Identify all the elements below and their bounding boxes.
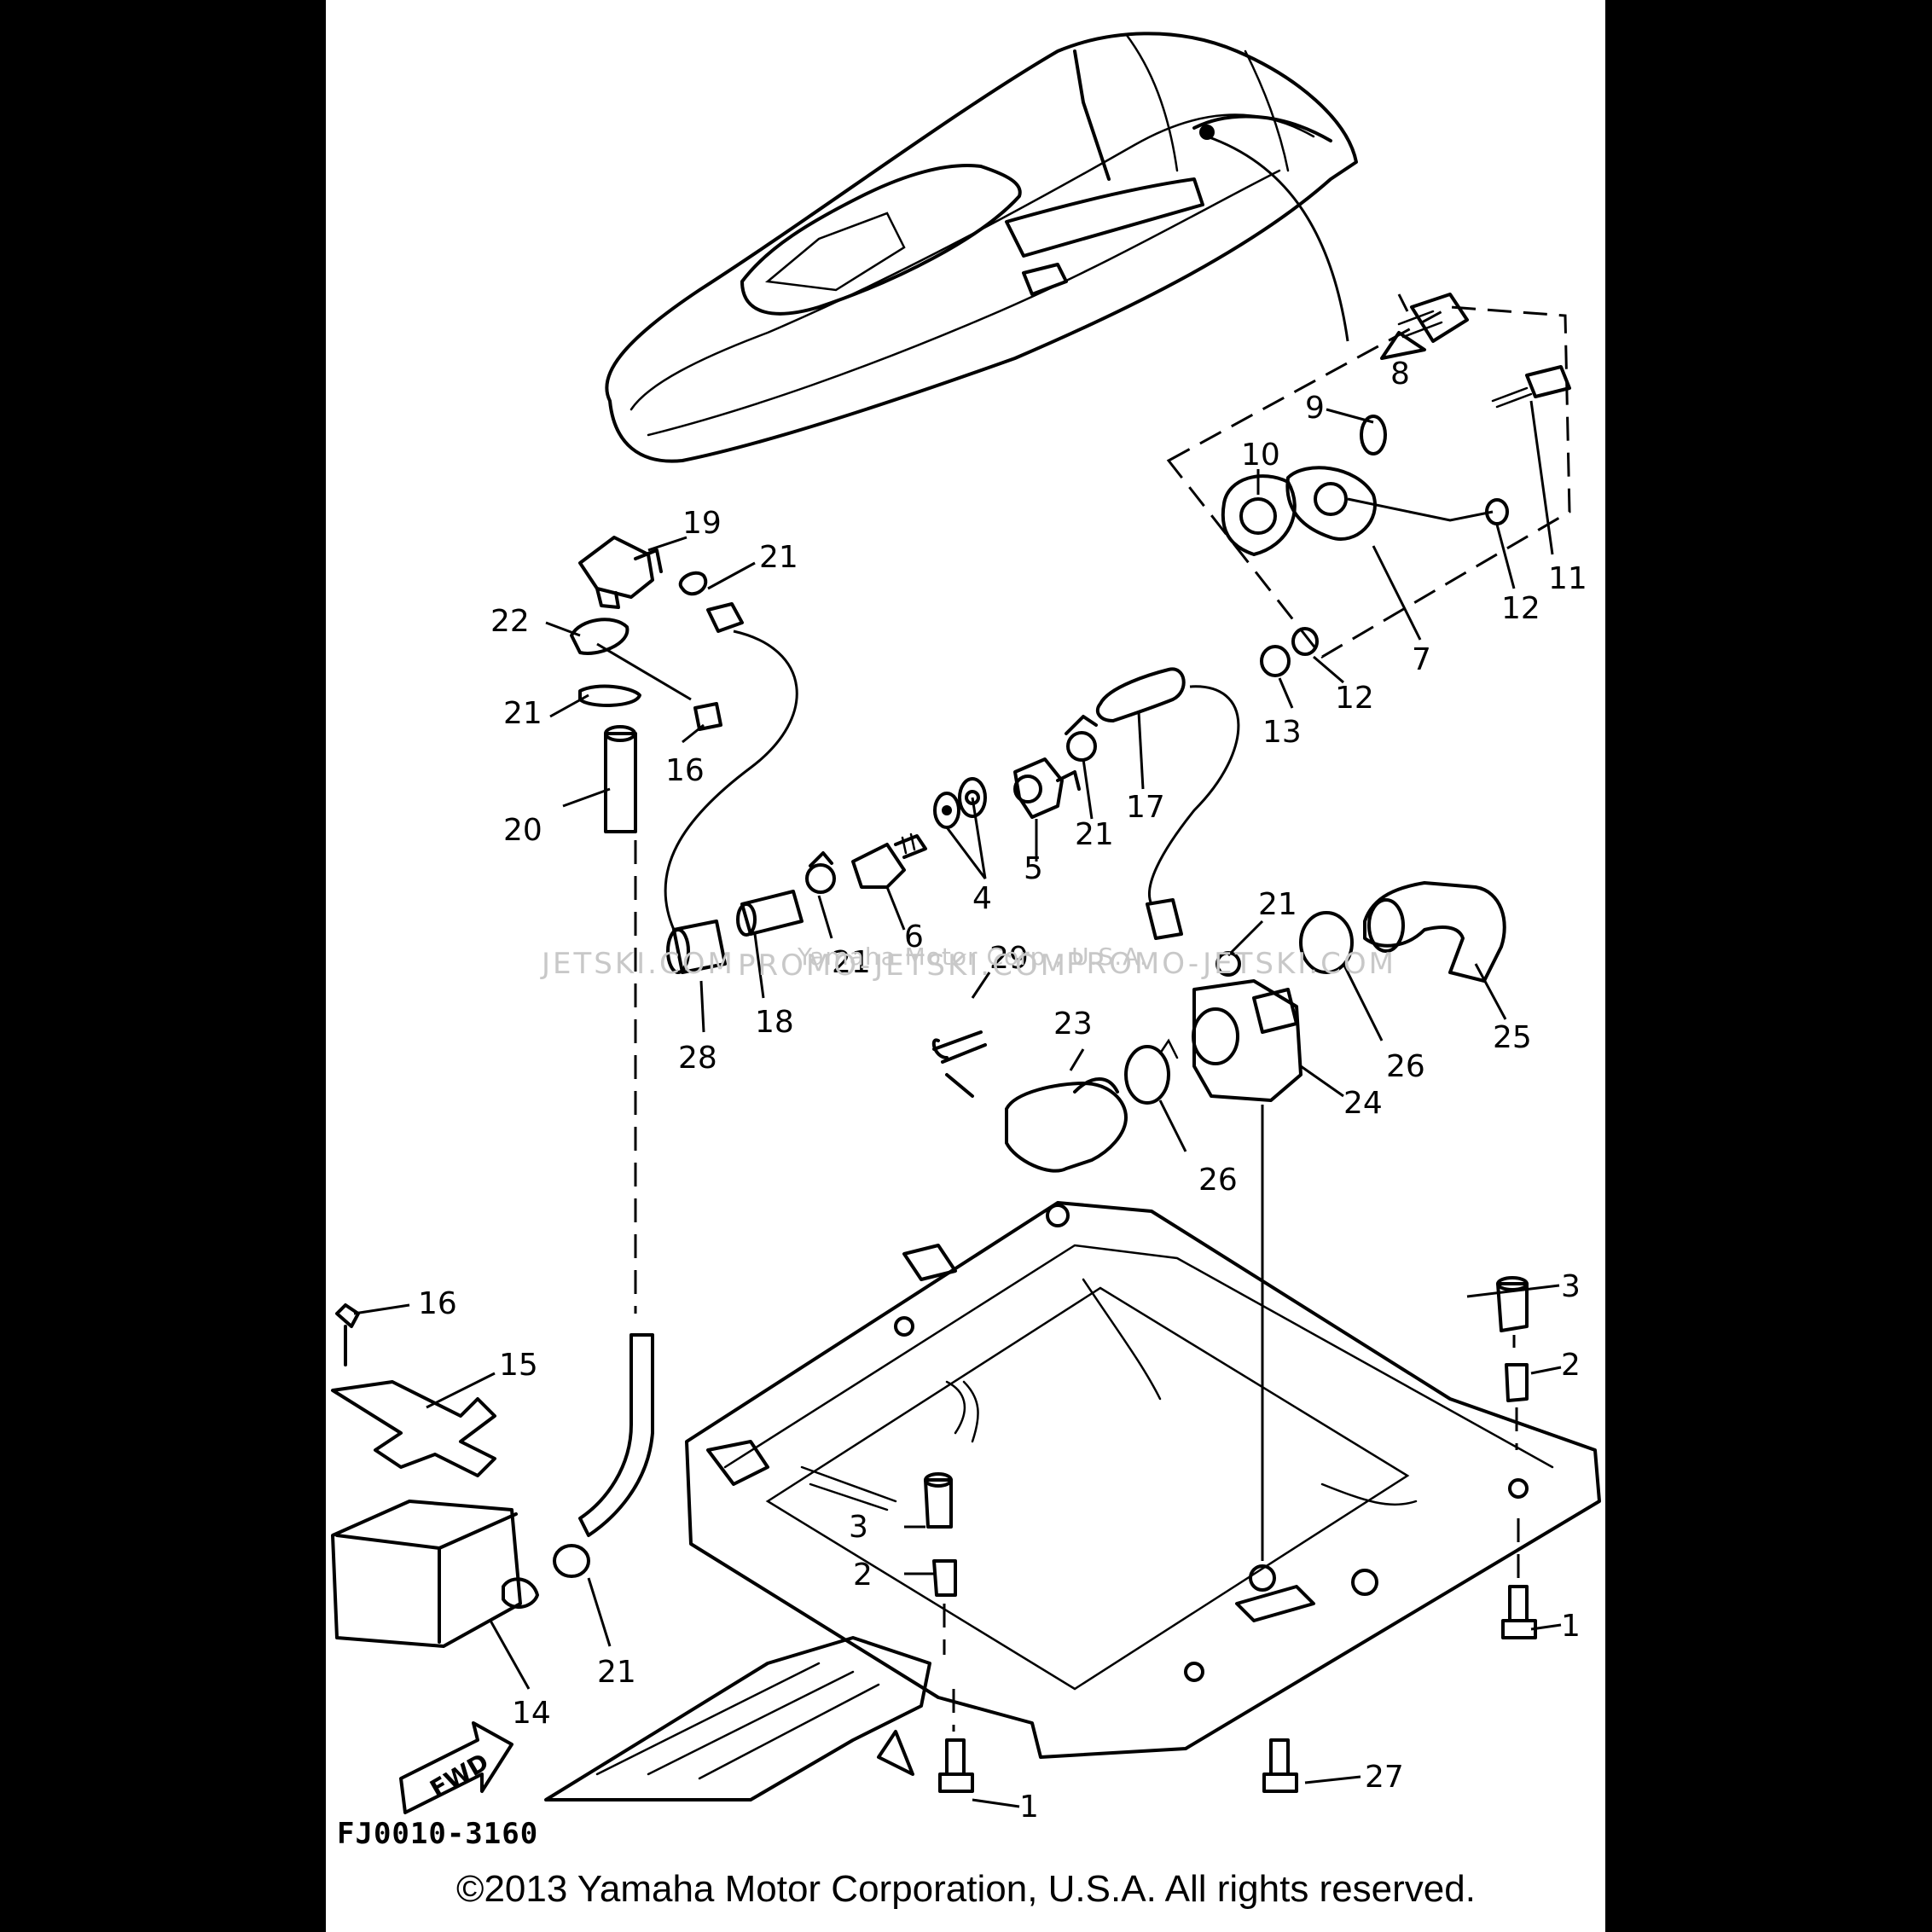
callout-1: 1 bbox=[1561, 1609, 1581, 1644]
callout-labels: 3 2 1 1 27 3 2 16 15 14 21 20 16 21 22 1… bbox=[418, 357, 1587, 1825]
callout-23: 23 bbox=[1053, 1007, 1093, 1041]
callout-16: 16 bbox=[418, 1286, 457, 1321]
mount-bolts bbox=[924, 1276, 1537, 1793]
damper-2-right bbox=[1505, 1363, 1529, 1402]
watermark: PROMO-JETSKI.COM bbox=[738, 949, 1068, 983]
nut-13 bbox=[1260, 645, 1291, 677]
part-code: FJ0010-3160 bbox=[337, 1817, 539, 1851]
callout-22: 22 bbox=[490, 604, 530, 639]
collar-3-left bbox=[924, 1478, 953, 1529]
callout-28: 28 bbox=[678, 1041, 717, 1076]
callout-29: 29 bbox=[989, 941, 1029, 976]
callout-12: 12 bbox=[1335, 681, 1374, 716]
middle-hose-fittings bbox=[666, 667, 1240, 974]
callout-27: 27 bbox=[1365, 1760, 1404, 1795]
callout-9: 9 bbox=[1305, 391, 1325, 426]
washer-12b bbox=[1291, 627, 1319, 656]
callout-13: 13 bbox=[1262, 715, 1302, 750]
leader-lines bbox=[353, 293, 1562, 1808]
callout-21: 21 bbox=[1075, 817, 1114, 852]
copyright-notice: ©2013 Yamaha Motor Corporation, U.S.A. A… bbox=[456, 1868, 1476, 1910]
upper-left-fittings bbox=[570, 536, 798, 1314]
callout-25: 25 bbox=[1493, 1020, 1532, 1055]
callout-20: 20 bbox=[503, 813, 542, 848]
callout-26: 26 bbox=[1198, 1163, 1238, 1198]
callout-18: 18 bbox=[755, 1005, 794, 1040]
drain-plug-assembly-box bbox=[1166, 293, 1571, 659]
diagram-sheet bbox=[326, 0, 1605, 1932]
callout-15: 15 bbox=[499, 1348, 538, 1383]
callout-17: 17 bbox=[1126, 790, 1165, 825]
callout-21: 21 bbox=[503, 696, 542, 731]
callout-2: 2 bbox=[1561, 1348, 1581, 1383]
callout-21: 21 bbox=[832, 945, 871, 980]
callout-12: 12 bbox=[1501, 591, 1540, 626]
callout-14: 14 bbox=[512, 1696, 551, 1731]
callout-4: 4 bbox=[972, 881, 992, 916]
callout-11: 11 bbox=[1548, 561, 1587, 596]
callout-24: 24 bbox=[1343, 1086, 1383, 1121]
watermark: Yamaha Motor Corp., U.S.A. bbox=[798, 943, 1148, 971]
watermark: PROMO-JETSKI.COM bbox=[1066, 947, 1396, 981]
fwd-label-holder: FWD bbox=[426, 1748, 494, 1803]
right-fittings bbox=[931, 881, 1506, 1561]
callout-2: 2 bbox=[853, 1558, 873, 1593]
callout-21: 21 bbox=[597, 1655, 636, 1690]
callout-1: 1 bbox=[1019, 1790, 1039, 1825]
fwd-arrow bbox=[399, 1721, 513, 1814]
callout-16: 16 bbox=[665, 753, 705, 788]
engine-bed-frame bbox=[544, 1201, 1601, 1801]
callout-3: 3 bbox=[849, 1510, 868, 1545]
callout-5: 5 bbox=[1024, 851, 1043, 886]
fwd-label: FWD bbox=[426, 1748, 494, 1803]
callout-19: 19 bbox=[682, 506, 722, 541]
callout-21: 21 bbox=[1258, 887, 1297, 922]
watermark: JETSKI.COM bbox=[542, 947, 735, 981]
collar-3-right bbox=[1496, 1282, 1529, 1332]
callout-3: 3 bbox=[1561, 1269, 1581, 1304]
callout-8: 8 bbox=[1390, 357, 1410, 392]
lower-left-parts bbox=[331, 1303, 654, 1814]
callout-7: 7 bbox=[1412, 642, 1431, 677]
callout-10: 10 bbox=[1241, 438, 1280, 473]
callout-26: 26 bbox=[1386, 1049, 1425, 1084]
callout-6: 6 bbox=[904, 920, 924, 954]
callout-21: 21 bbox=[759, 540, 798, 575]
hull-cover bbox=[605, 32, 1358, 463]
